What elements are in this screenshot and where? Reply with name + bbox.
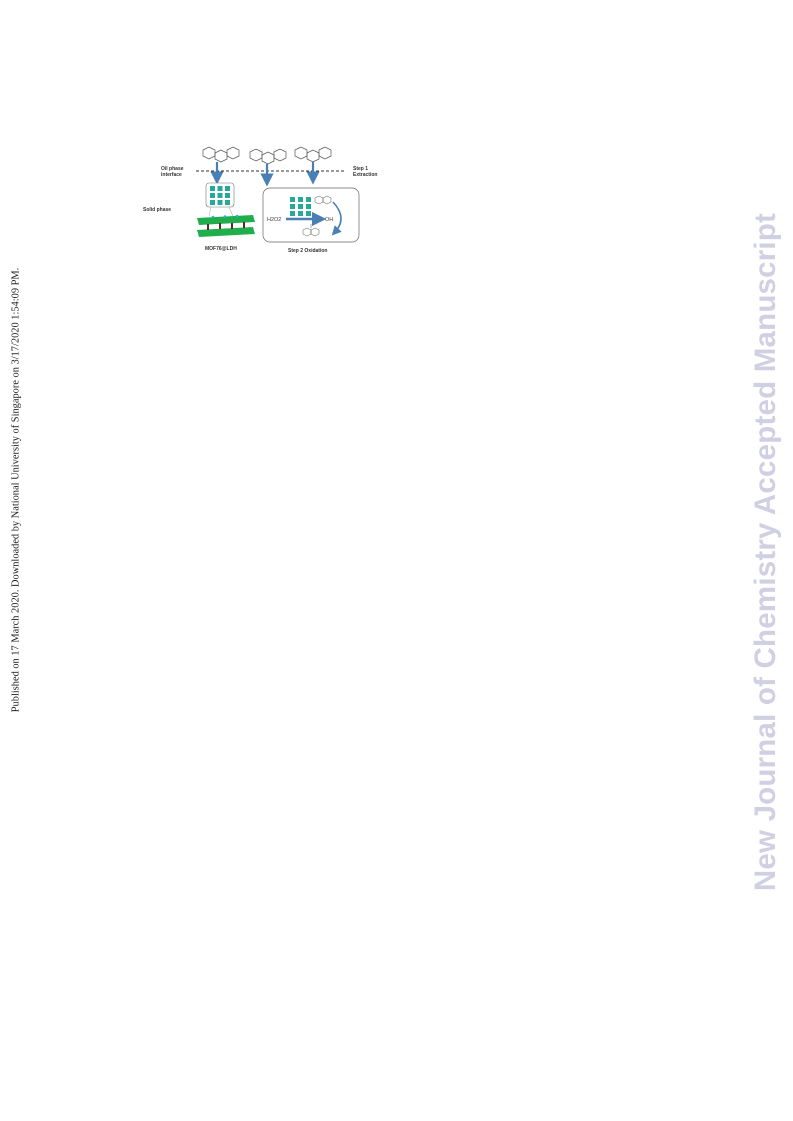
graphical-abstract: Oil phase interface Step 1 Extraction So… [143,140,393,265]
cycle-arrow [331,201,342,236]
material-label: MOF76@LDH [205,246,237,252]
oxidation-box [262,187,360,243]
interface-label: interface [161,172,182,178]
molecule-3 [294,146,332,163]
oxidant-label: H2O2 [267,217,281,223]
graphical-abstract-svg: Oil phase interface Step 1 Extraction So… [143,146,377,254]
molecule-1 [202,146,240,163]
publication-note-text: Published on 17 March 2020. Downloaded b… [10,267,22,713]
mof-crystals-left [210,186,230,205]
ldh-layer-top [197,215,255,225]
mof-crystals-right [290,197,311,216]
solid-phase-label: Solid phase [143,207,171,213]
step1-label: Step 1 [353,166,368,172]
adsorbed-molecule [314,195,332,205]
journal-watermark-text: New Journal of Chemistry Accepted Manusc… [749,212,782,892]
step2-label: Step 2 Oxidation [288,248,327,254]
molecule-2 [249,148,287,165]
surface-mof-dots [211,214,239,219]
interlayer-pillars [207,222,245,230]
ldh-layer-bottom [197,227,255,237]
extraction-label: Extraction [353,172,377,178]
oxidized-product [302,224,320,237]
oil-phase-label: Oil phase [161,166,184,172]
radical-label: OH [325,217,333,223]
